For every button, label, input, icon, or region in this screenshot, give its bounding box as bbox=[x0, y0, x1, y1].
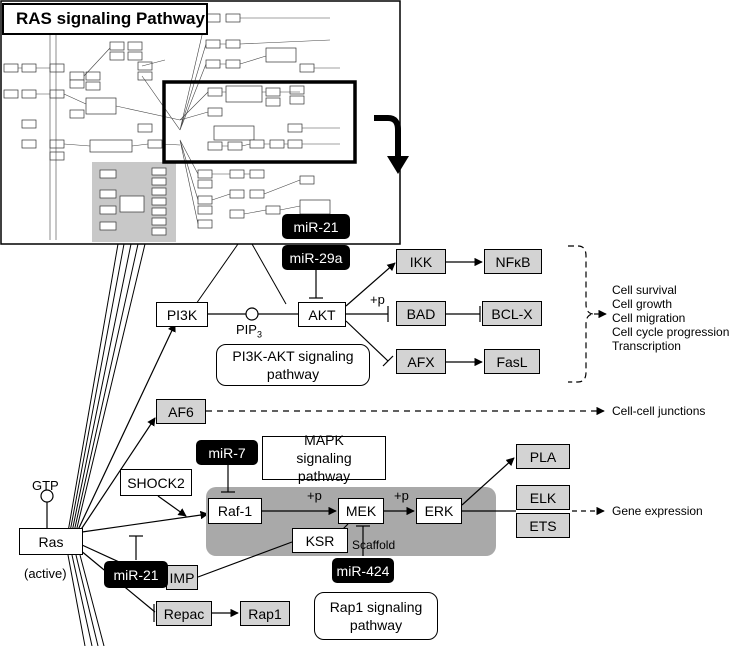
nfkb-node[interactable]: NFκB bbox=[484, 249, 542, 274]
mek-node[interactable]: MEK bbox=[338, 498, 384, 524]
pip3-label: PIP3 bbox=[236, 322, 262, 340]
ikk-node[interactable]: IKK bbox=[396, 249, 446, 274]
elk-node[interactable]: ELK bbox=[516, 485, 570, 510]
mir7-node[interactable]: miR-7 bbox=[196, 440, 258, 465]
mir29a-node[interactable]: miR-29a bbox=[282, 245, 350, 270]
scaffold-label: Scaffold bbox=[352, 538, 396, 552]
kegg-thumbnail bbox=[0, 0, 401, 245]
outcome-item: Cell migration bbox=[612, 311, 686, 325]
outcome-item: Cell growth bbox=[612, 297, 673, 311]
akt-node[interactable]: AKT bbox=[298, 302, 346, 327]
zoom-arrow-icon bbox=[374, 115, 401, 160]
gtp-label: GTP bbox=[32, 478, 59, 493]
outcome-item: Transcription bbox=[612, 339, 681, 353]
outcome-item: Cell survival bbox=[612, 283, 677, 297]
afx-node[interactable]: AFX bbox=[396, 349, 446, 374]
ets-node[interactable]: ETS bbox=[516, 513, 570, 538]
shock2-node[interactable]: SHOCK2 bbox=[120, 469, 192, 496]
ras-active-label: (active) bbox=[24, 566, 67, 581]
repac-node[interactable]: Repac bbox=[156, 601, 212, 626]
raf1-node[interactable]: Raf-1 bbox=[208, 498, 262, 524]
outcome-item: Cell cycle progression bbox=[612, 325, 730, 339]
pla-node[interactable]: PLA bbox=[516, 444, 570, 469]
ras-node[interactable]: Ras bbox=[19, 528, 83, 555]
mir21-bottom-node[interactable]: miR-21 bbox=[104, 561, 168, 588]
thumbnail-title: RAS signaling Pathway bbox=[2, 3, 208, 35]
imp-node[interactable]: IMP bbox=[166, 565, 198, 590]
mapk-pathway-link[interactable]: MAPK signaling pathway bbox=[262, 432, 386, 484]
mir424-node[interactable]: miR-424 bbox=[332, 558, 394, 583]
rap1-pathway-link[interactable]: Rap1 signaling pathway bbox=[314, 592, 438, 640]
rap1-node[interactable]: Rap1 bbox=[240, 601, 290, 626]
phosphorylation-label-mek: +p bbox=[394, 488, 409, 503]
bad-node[interactable]: BAD bbox=[396, 301, 446, 326]
pi3k-node[interactable]: PI3K bbox=[156, 302, 208, 327]
erk-node[interactable]: ERK bbox=[416, 498, 462, 524]
bclx-node[interactable]: BCL-X bbox=[482, 301, 542, 326]
mir21-top-node[interactable]: miR-21 bbox=[282, 214, 350, 239]
fasl-node[interactable]: FasL bbox=[484, 349, 540, 374]
gene-expression-label: Gene expression bbox=[612, 504, 703, 518]
cell-process-outcomes: Cell survival Cell growth Cell migration… bbox=[612, 283, 729, 353]
phosphorylation-label-raf: +p bbox=[307, 488, 322, 503]
af6-node[interactable]: AF6 bbox=[156, 399, 206, 424]
cell-junctions-label: Cell-cell junctions bbox=[612, 404, 706, 418]
ksr-node[interactable]: KSR bbox=[292, 528, 348, 553]
phosphorylation-label-akt: +p bbox=[370, 292, 385, 307]
pi3k-akt-pathway-link[interactable]: PI3K-AKT signaling pathway bbox=[216, 344, 370, 386]
